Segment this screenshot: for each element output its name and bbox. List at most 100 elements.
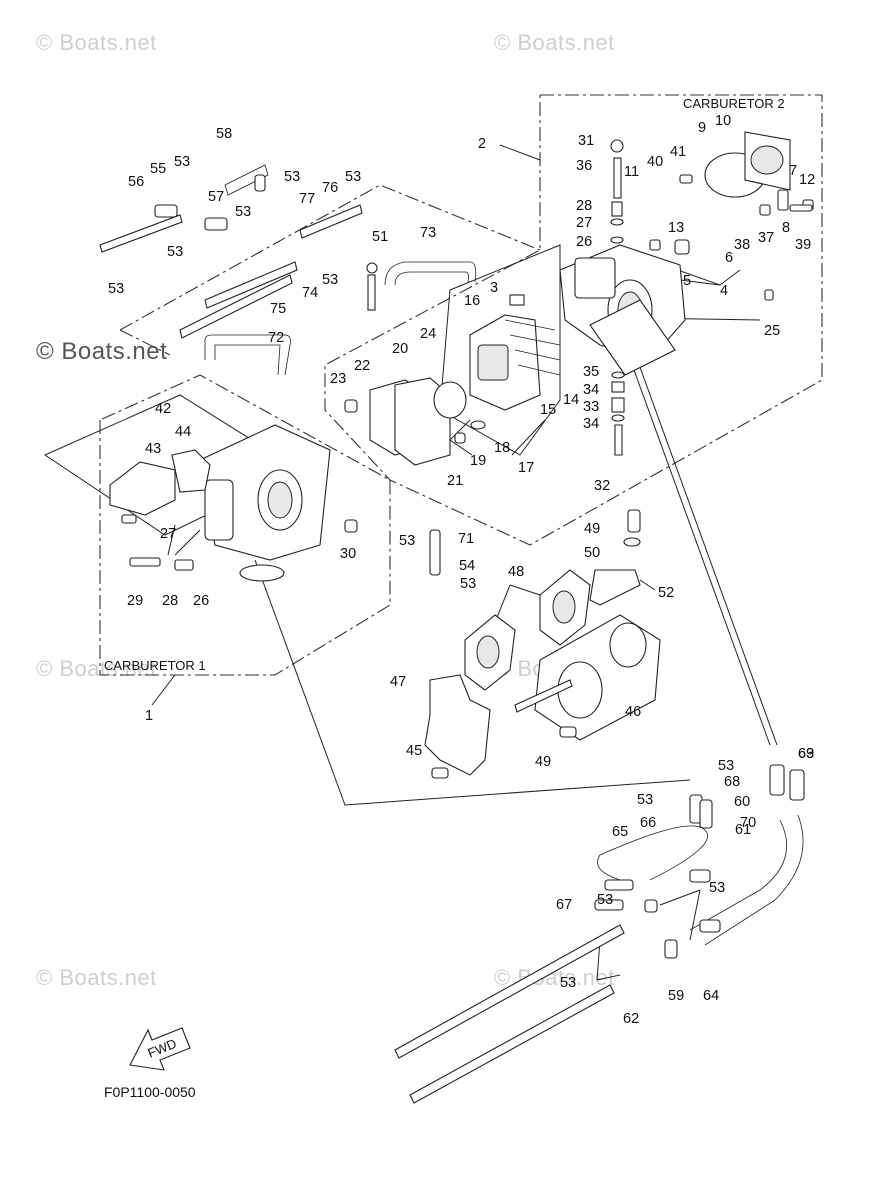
callout: 40 (647, 154, 663, 170)
gasket-set (369, 377, 467, 466)
callout: 31 (578, 133, 594, 149)
fwd-arrow-icon: FWD (129, 1027, 191, 1071)
callout: 48 (508, 564, 524, 580)
callout: 73 (420, 225, 436, 241)
callout: 10 (715, 113, 731, 129)
callout: 53 (560, 975, 576, 991)
threaded-fittings (99, 204, 625, 1104)
hose-routing-outline (119, 184, 541, 356)
callout-numbers: 1 2 3 4 5 6 7 8 9 10 11 12 13 14 15 16 1… (108, 113, 815, 1027)
callout: 58 (216, 126, 232, 142)
watermark-top-left: © Boats.net (36, 30, 157, 55)
callout: 28 (576, 198, 592, 214)
callout: 13 (668, 220, 684, 236)
callout: 33 (583, 399, 599, 415)
watermark-mid: © Boats.net (36, 656, 157, 681)
carburetor-2-body (559, 244, 686, 376)
callout: 53 (460, 576, 476, 592)
callout: 69 (798, 746, 814, 762)
callout: 14 (563, 392, 579, 408)
callout: 53 (174, 154, 190, 170)
hoses (204, 164, 804, 946)
watermark-bottom-left: © Boats.net (36, 965, 157, 990)
diaphragm-assembly (704, 131, 791, 198)
callout: 30 (340, 546, 356, 562)
callout: 76 (322, 180, 338, 196)
callout: 24 (420, 326, 436, 342)
callout: 12 (799, 172, 815, 188)
callout: 3 (490, 280, 498, 296)
callout: 5 (683, 273, 691, 289)
callout: 29 (127, 593, 143, 609)
carburetor-2-label: CARBURETOR 2 (683, 96, 785, 111)
callout: 53 (718, 758, 734, 774)
callout: 19 (470, 453, 486, 469)
callout: 56 (128, 174, 144, 190)
callout: 66 (640, 815, 656, 831)
bracket-47 (424, 674, 491, 776)
callout: 72 (268, 330, 284, 346)
carburetor-2-boundary (324, 94, 823, 546)
callout: 37 (758, 230, 774, 246)
callout: 54 (459, 558, 475, 574)
intake-manifold (534, 614, 661, 741)
callout: 49 (535, 754, 551, 770)
callout: 53 (167, 244, 183, 260)
callout: 2 (478, 136, 486, 152)
callout: 41 (670, 144, 686, 160)
callout: 64 (703, 988, 719, 1004)
callout: 51 (372, 229, 388, 245)
callout: 53 (235, 204, 251, 220)
callout: 45 (406, 743, 422, 759)
callout: 75 (270, 301, 286, 317)
carburetor-1-boundary (99, 374, 391, 676)
pump-cover-assembly (109, 449, 211, 516)
callout: 70 (740, 815, 756, 831)
callout: 53 (399, 533, 415, 549)
callout: 49 (584, 521, 600, 537)
callout: 21 (447, 473, 463, 489)
callout: 42 (155, 401, 171, 417)
callout: 8 (782, 220, 790, 236)
callout: 43 (145, 441, 161, 457)
callout: 53 (709, 880, 725, 896)
callout: 26 (576, 234, 592, 250)
callout: 23 (330, 371, 346, 387)
callout: 53 (597, 892, 613, 908)
callout: 6 (725, 250, 733, 266)
callout: 61 (735, 822, 751, 838)
callout: 9 (698, 120, 706, 136)
callout: 16 (464, 293, 480, 309)
fuel-pump-assembly (469, 314, 561, 411)
callout: 46 (625, 704, 641, 720)
callout: 34 (583, 382, 599, 398)
manifold-gaskets (464, 569, 591, 691)
figure-code: F0P1100-0050 (104, 1084, 196, 1100)
callout: 53 (637, 792, 653, 808)
callout: 63 (798, 746, 814, 762)
leader-frame-lower (254, 559, 691, 806)
callout: 7 (789, 163, 797, 179)
callout: 39 (795, 237, 811, 253)
callout: 59 (668, 988, 684, 1004)
callout: 27 (160, 526, 176, 542)
callout: 55 (150, 161, 166, 177)
callout: 15 (540, 402, 556, 418)
callout: 27 (576, 215, 592, 231)
callout: 53 (322, 272, 338, 288)
small-hardware (121, 139, 814, 959)
carburetor-1-body (199, 424, 331, 582)
callout: 11 (624, 164, 639, 180)
callout: 17 (518, 460, 534, 476)
callout: 47 (390, 674, 406, 690)
callout: 57 (208, 189, 224, 205)
callout: 68 (724, 774, 740, 790)
callout: 36 (576, 158, 592, 174)
callout: 34 (583, 416, 599, 432)
callout: 60 (734, 794, 750, 810)
callout: 44 (175, 424, 191, 440)
callout: 26 (193, 593, 209, 609)
callout: 22 (354, 358, 370, 374)
callout: 20 (392, 341, 408, 357)
